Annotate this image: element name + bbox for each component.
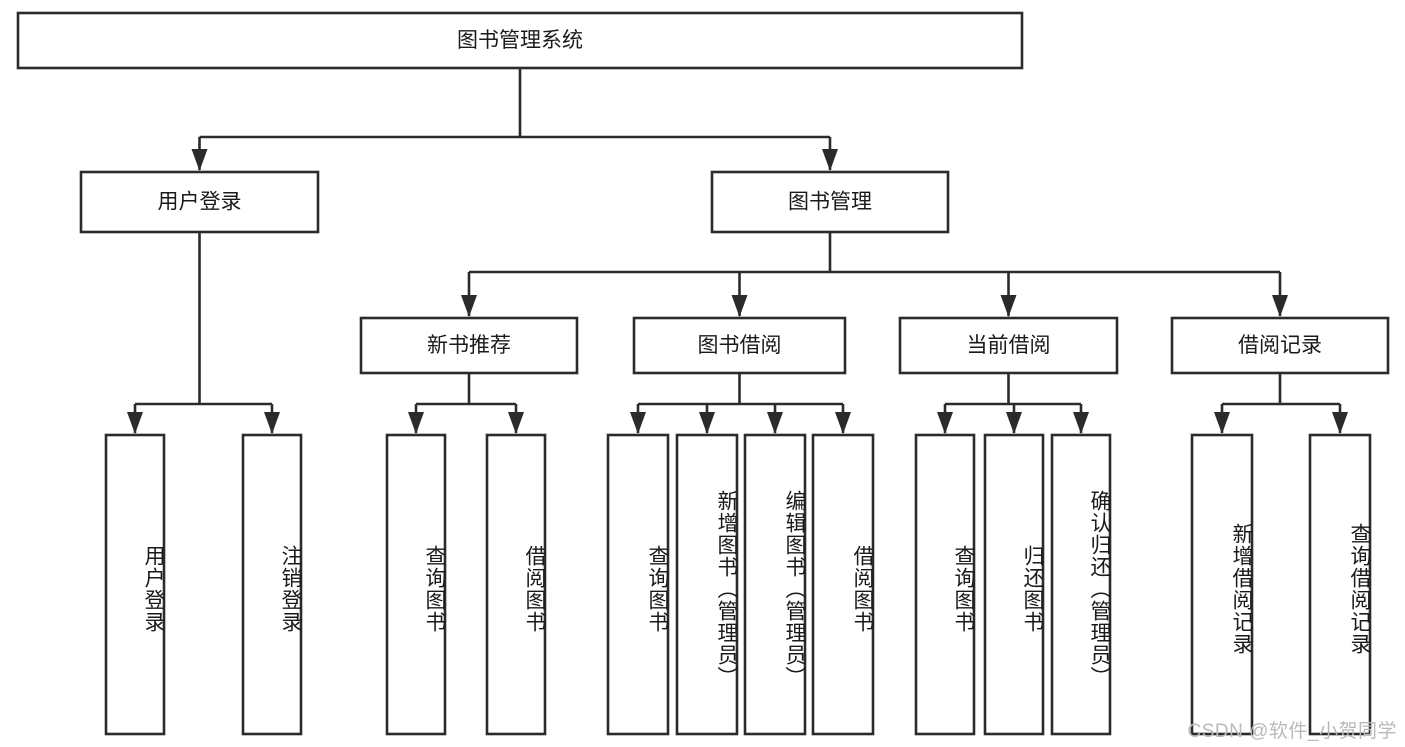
node-new-book-rec[interactable]: 新书推荐	[359, 316, 579, 375]
node-leaf-add-borrow-record[interactable]	[1190, 433, 1254, 736]
node-user-login-label: 用户登录	[158, 191, 242, 214]
node-book-manage-box[interactable]	[710, 170, 950, 234]
arrowhead-leaf-add-borrow-record	[1214, 412, 1230, 434]
node-borrow-record[interactable]: 借阅记录	[1170, 316, 1390, 375]
node-leaf-edit-book-admin-box[interactable]	[743, 433, 807, 736]
node-leaf-user-logout[interactable]	[241, 433, 303, 736]
node-leaf-borrow-book-box[interactable]	[811, 433, 875, 736]
node-leaf-add-book-admin-box[interactable]	[675, 433, 739, 736]
node-leaf-query-borrow-record-box[interactable]	[1308, 433, 1372, 736]
node-leaf-query-book-current[interactable]	[914, 433, 976, 736]
node-leaf-confirm-return-admin-box[interactable]	[1050, 433, 1112, 736]
arrowhead-leaf-borrow-book	[835, 412, 851, 434]
node-book-borrow-label: 图书借阅	[698, 334, 782, 357]
node-book-manage-label: 图书管理	[788, 191, 872, 214]
node-leaf-query-book-borrow[interactable]	[606, 433, 670, 736]
node-leaf-edit-book-admin[interactable]	[743, 433, 807, 736]
node-current-borrow-label: 当前借阅	[967, 334, 1051, 357]
arrowhead-leaf-query-borrow-record	[1332, 412, 1348, 434]
node-user-login-box[interactable]	[79, 170, 320, 234]
node-book-borrow-box[interactable]	[632, 316, 847, 375]
node-root-label: 图书管理系统	[457, 29, 583, 52]
node-leaf-query-book-borrow-box[interactable]	[606, 433, 670, 736]
node-leaf-query-book-rec-box[interactable]	[385, 433, 447, 736]
node-root[interactable]: 图书管理系统	[16, 11, 1024, 70]
arrowhead-leaf-query-book-borrow	[630, 412, 646, 434]
node-leaf-confirm-return-admin[interactable]	[1050, 433, 1112, 736]
node-book-borrow[interactable]: 图书借阅	[632, 316, 847, 375]
arrowhead-leaf-query-book-rec	[408, 412, 424, 434]
node-leaf-user-logout-box[interactable]	[241, 433, 303, 736]
node-leaf-borrow-book[interactable]	[811, 433, 875, 736]
node-book-manage[interactable]: 图书管理	[710, 170, 950, 234]
node-new-book-rec-label: 新书推荐	[427, 334, 511, 357]
node-leaf-add-book-admin[interactable]	[675, 433, 739, 736]
arrowhead-leaf-edit-book-admin	[767, 412, 783, 434]
connector-layer	[127, 68, 1348, 434]
node-leaf-borrow-book-rec-box[interactable]	[485, 433, 547, 736]
arrowhead-leaf-user-logout	[264, 412, 280, 434]
arrowhead-level3-3	[1272, 295, 1288, 317]
node-leaf-borrow-book-rec[interactable]	[485, 433, 547, 736]
arrowhead-leaf-query-book-current	[937, 412, 953, 434]
arrowhead-leaf-user-login	[127, 412, 143, 434]
node-leaf-return-book-box[interactable]	[983, 433, 1045, 736]
node-leaf-user-login[interactable]	[104, 433, 166, 736]
node-leaf-return-book[interactable]	[983, 433, 1045, 736]
arrowhead-level2-0	[191, 149, 208, 171]
arrowhead-level3-0	[461, 295, 477, 317]
arrowhead-leaf-return-book	[1006, 412, 1022, 434]
node-borrow-record-box[interactable]	[1170, 316, 1390, 375]
node-current-borrow-box[interactable]	[898, 316, 1119, 375]
arrowhead-leaf-add-book-admin	[699, 412, 715, 434]
node-user-login[interactable]: 用户登录	[79, 170, 320, 234]
arrowhead-level3-1	[731, 295, 748, 317]
node-leaf-query-book-current-box[interactable]	[914, 433, 976, 736]
node-current-borrow[interactable]: 当前借阅	[898, 316, 1119, 375]
node-new-book-rec-box[interactable]	[359, 316, 579, 375]
csdn-watermark: CSDN @软件_小贺同学	[1187, 721, 1397, 742]
node-leaf-user-login-box[interactable]	[104, 433, 166, 736]
node-leaf-query-borrow-record[interactable]	[1308, 433, 1372, 736]
node-root-box[interactable]	[16, 11, 1024, 70]
node-leaf-add-borrow-record-box[interactable]	[1190, 433, 1254, 736]
arrowhead-leaf-confirm-return-admin	[1073, 412, 1089, 434]
arrowhead-level2-1	[822, 149, 838, 171]
arrowhead-leaf-borrow-book-rec	[508, 412, 524, 434]
node-leaf-query-book-rec[interactable]	[385, 433, 447, 736]
arrowhead-level3-2	[1000, 295, 1017, 317]
node-borrow-record-label: 借阅记录	[1238, 334, 1322, 357]
